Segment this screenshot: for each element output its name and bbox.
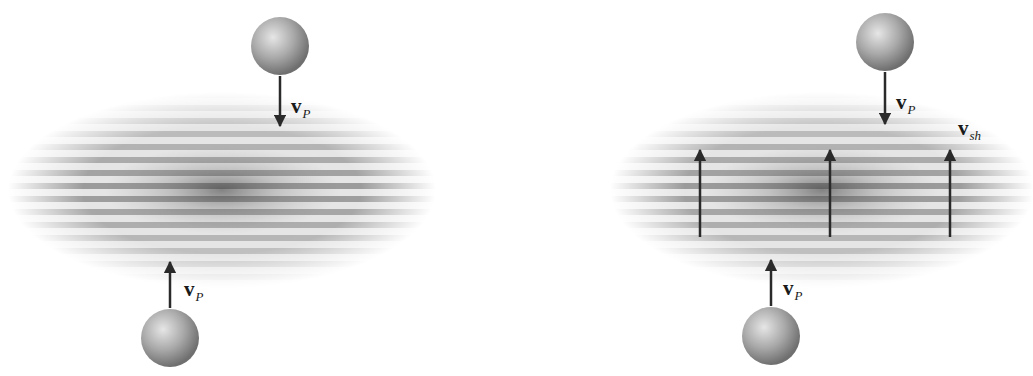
fringe-stripe	[610, 261, 1033, 267]
fringe-stripe	[8, 248, 436, 254]
vector-symbol: v	[184, 277, 195, 301]
fringe-stripe	[8, 131, 436, 137]
fringe-stripe	[8, 105, 436, 111]
vector-symbol: v	[291, 94, 302, 118]
shift-arrow	[949, 150, 952, 237]
subscript: P	[303, 106, 311, 121]
fringe-stripe	[8, 287, 436, 293]
fringe-stripe	[610, 92, 1033, 98]
fringe-cloud	[8, 92, 436, 288]
fringe-stripe	[8, 261, 436, 267]
velocity-label: vP	[291, 96, 310, 117]
particle-sphere	[251, 17, 309, 75]
fringe-stripe	[610, 287, 1033, 293]
particle-sphere	[742, 307, 800, 365]
subscript: sh	[970, 128, 982, 143]
particle-sphere	[141, 309, 199, 367]
vector-symbol: v	[896, 90, 907, 114]
velocity-arrow	[884, 72, 887, 124]
velocity-arrow	[770, 260, 773, 306]
fringe-stripe	[610, 274, 1033, 280]
shift-arrow	[829, 150, 832, 237]
vector-symbol: v	[958, 116, 969, 140]
fringe-cloud	[610, 92, 1033, 288]
shift-arrow	[699, 150, 702, 237]
vector-symbol: v	[783, 276, 794, 300]
fringe-stripe	[8, 274, 436, 280]
velocity-arrow	[279, 76, 282, 126]
velocity-label: vP	[184, 279, 203, 300]
velocity-arrow	[169, 262, 172, 308]
fringe-core	[104, 146, 339, 234]
fringe-stripe	[610, 118, 1033, 124]
fringe-stripe	[8, 92, 436, 98]
fringe-stripe	[610, 235, 1033, 241]
particle-sphere	[856, 13, 914, 71]
subscript: P	[196, 289, 204, 304]
subscript: P	[795, 288, 803, 303]
fringe-core	[705, 146, 938, 234]
velocity-label: vP	[783, 278, 802, 299]
fringe-stripe	[610, 105, 1033, 111]
velocity-label: vP	[896, 92, 915, 113]
subscript: P	[908, 102, 916, 117]
fringe-stripe	[8, 235, 436, 241]
velocity-label: vsh	[958, 118, 981, 139]
fringe-stripe	[8, 118, 436, 124]
fringe-stripe	[610, 248, 1033, 254]
